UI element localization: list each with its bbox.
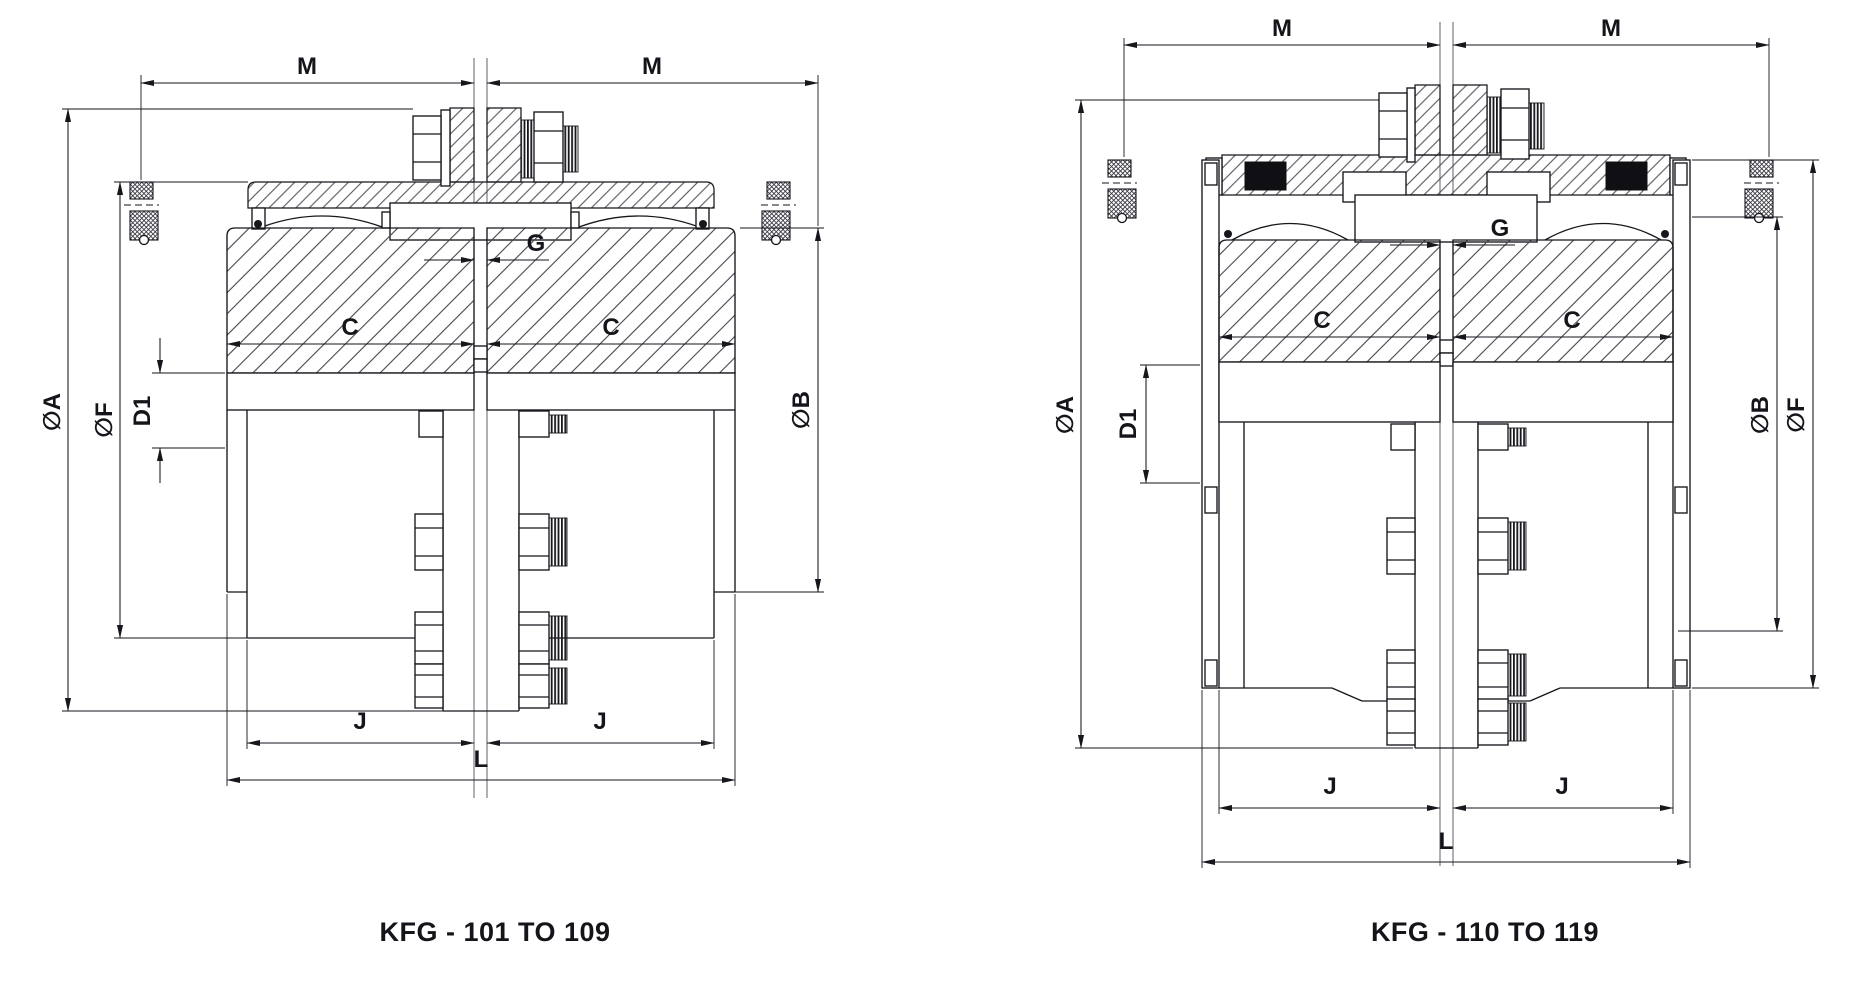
figure-caption: KFG - 110 TO 119 xyxy=(1371,917,1599,947)
dim-label-m-right: M xyxy=(1601,15,1621,42)
figure-kfg-110-119: M M G C C ∅A D1 ∅B ∅F J J L KFG - 110 TO… xyxy=(1052,15,1819,947)
dim-label-dia-a: ∅A xyxy=(1052,396,1079,434)
dim-label-d1: D1 xyxy=(1115,409,1142,440)
dim-label-j-left: J xyxy=(353,708,366,735)
dim-label-c-right: C xyxy=(1563,307,1580,334)
seal-ring-left xyxy=(1244,161,1287,191)
dim-label-dia-b: ∅B xyxy=(788,391,815,429)
dim-label-d1: D1 xyxy=(129,396,156,427)
end-plate-right xyxy=(1672,159,1691,689)
bolt-nut xyxy=(533,111,564,183)
dim-label-j-left: J xyxy=(1323,773,1336,800)
figure-caption: KFG - 101 TO 109 xyxy=(379,917,610,947)
bolt-nut xyxy=(1500,88,1530,160)
sleeve-section xyxy=(247,181,715,209)
bolt-hex-head xyxy=(412,115,442,181)
bore-band-left xyxy=(1218,361,1441,423)
hub-left-section xyxy=(226,227,475,374)
dim-label-j-right: J xyxy=(593,708,606,735)
bolt-hex-head xyxy=(1378,92,1408,158)
dim-label-dia-f: ∅F xyxy=(1783,397,1810,432)
seal-detail-right xyxy=(761,181,796,246)
dimensions xyxy=(62,75,824,786)
hub-right-section xyxy=(486,227,736,374)
gear-mesh xyxy=(1224,194,1669,243)
dim-label-g: G xyxy=(527,230,546,257)
top-bolt-assembly xyxy=(412,107,579,187)
bore-band-left xyxy=(226,372,475,411)
dim-label-j-right: J xyxy=(1555,773,1568,800)
dim-label-dia-a: ∅A xyxy=(39,393,66,431)
dim-label-l: L xyxy=(474,746,489,773)
figure-kfg-101-109: M M G C C ∅A ∅F D1 ∅B J J L KFG - 101 TO… xyxy=(39,53,824,947)
dim-label-c-right: C xyxy=(602,314,619,341)
seal-detail-left xyxy=(124,181,159,246)
bore-band-right xyxy=(1452,361,1674,423)
gap-spacer xyxy=(1439,339,1454,367)
dim-label-c-left: C xyxy=(341,314,358,341)
dim-label-l: L xyxy=(1439,828,1454,855)
lower-view xyxy=(1219,422,1673,749)
dim-label-dia-f: ∅F xyxy=(91,402,118,437)
axis-centerlines xyxy=(1439,22,1454,866)
dim-label-m-left: M xyxy=(1272,15,1292,42)
seal-detail-right xyxy=(1744,159,1779,224)
gap-spacer xyxy=(473,345,488,373)
dim-label-m-right: M xyxy=(642,53,662,80)
flange-bolts xyxy=(1386,423,1527,746)
dim-label-dia-b: ∅B xyxy=(1747,396,1774,434)
axis-centerlines xyxy=(473,58,488,798)
hub-right-section xyxy=(1452,239,1674,363)
dim-label-m-left: M xyxy=(297,53,317,80)
top-bolt-assembly xyxy=(1378,84,1545,163)
hub-left-section xyxy=(1218,239,1441,363)
bore-band-right xyxy=(486,372,736,411)
lower-view xyxy=(226,410,736,712)
dim-label-c-left: C xyxy=(1313,307,1330,334)
seal-ring-right xyxy=(1605,161,1648,191)
seal-detail-left xyxy=(1102,159,1137,224)
end-plate-left xyxy=(1201,159,1220,689)
dimensions xyxy=(1075,38,1819,868)
dim-label-g: G xyxy=(1491,215,1510,242)
flange-bolts xyxy=(414,410,568,709)
